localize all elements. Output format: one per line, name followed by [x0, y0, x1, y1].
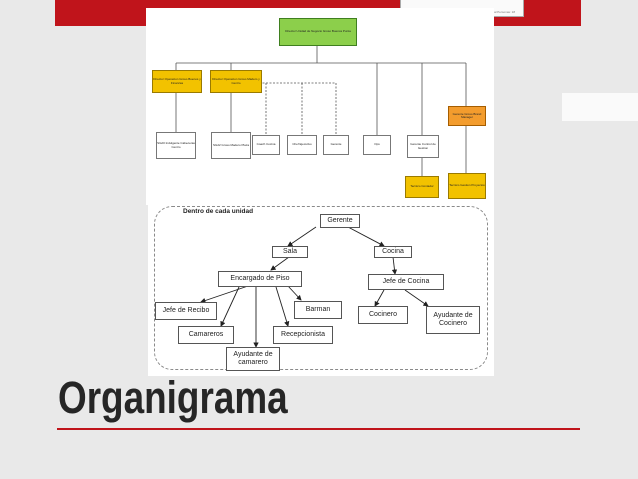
- node-jefe-de-cocina: Jefe de Cocina: [368, 274, 444, 290]
- org-director-box: Director Operacion Groso Buenos y Finanz…: [152, 70, 202, 93]
- node-label: Jefe de Recibo: [162, 307, 210, 315]
- node-recepcionista: Recepcionista: [273, 326, 333, 344]
- org-root-box: Director Unidad de Negocio Groso Buenos …: [279, 18, 357, 46]
- org-unit-box: Chef Ejecutivo: [287, 135, 317, 155]
- org-unit-box: Gerente Control de Gestion: [407, 135, 439, 158]
- node-ayudante-de-cocinero: Ayudante de Cocinero: [426, 306, 480, 334]
- org-unit-label: Gerente: [330, 142, 342, 147]
- node-label: Cocina: [382, 248, 404, 256]
- org-chart-top: Director Unidad de Negocio Groso Buenos …: [146, 8, 494, 205]
- title-underline: [57, 428, 580, 430]
- node-label: Sala: [282, 248, 297, 256]
- org-chart-bottom-lines: [200, 226, 429, 348]
- org-unit-box: Gerente: [323, 135, 349, 155]
- org-leaf-label: Tecnico Contador: [410, 184, 434, 189]
- header-tab-text: Total Personas: 18: [490, 10, 515, 14]
- org-leaf-box: Tecnico Gestion Proyectos: [448, 173, 486, 199]
- unit-label: Dentro de cada unidad: [183, 208, 254, 215]
- org-director-box: Gerente Groso Brand Manager: [448, 106, 486, 126]
- org-director-label: Director Operacion Groso Buenos y Finanz…: [153, 77, 201, 85]
- org-unit-label: Chef Ejecutivo: [292, 142, 312, 147]
- org-unit-label: SG20 Indulgente Cabeceras Centro: [157, 141, 195, 149]
- node-label: Jefe de Cocina: [382, 278, 430, 286]
- node-barman: Barman: [294, 301, 342, 319]
- org-unit-box: Ops: [363, 135, 391, 155]
- node-cocinero: Cocinero: [358, 306, 408, 324]
- node-jefe-de-recibo: Jefe de Recibo: [155, 302, 217, 320]
- node-gerente: Gerente: [320, 214, 360, 228]
- org-unit-box: SG20 Indulgente Cabeceras Centro: [156, 132, 196, 159]
- org-director-label: Gerente Groso Brand Manager: [452, 111, 482, 119]
- node-camareros: Camareros: [178, 326, 234, 344]
- node-label: Encargado de Piso: [230, 275, 290, 283]
- org-unit-label: Gerente Control de Gestion: [410, 142, 436, 150]
- org-leaf-box: Tecnico Contador: [405, 176, 439, 198]
- node-label: Ayudante de camarero: [233, 351, 273, 366]
- node-sala: Sala: [272, 246, 308, 258]
- org-unit-label: Ops: [374, 142, 380, 147]
- org-unit-box: SG22 Groso Madero Plaza: [211, 132, 251, 159]
- org-root-label: Director Unidad de Negocio Groso Buenos …: [285, 29, 351, 34]
- node-encargado-de-piso: Encargado de Piso: [218, 271, 302, 287]
- node-label: Recepcionista: [281, 331, 325, 339]
- org-director-label: Director Operacion Groso Madero y Centro: [212, 77, 260, 85]
- node-ayudante-de-camarero: Ayudante de camarero: [226, 347, 280, 371]
- node-label: Cocinero: [368, 311, 397, 319]
- org-chart-bottom: Dentro de cada unidad Gerente Sala Cocin…: [148, 202, 494, 376]
- node-label: Ayudante de Cocinero: [433, 312, 473, 327]
- org-leaf-label: Tecnico Gestion Proyectos: [449, 183, 485, 188]
- org-chart-top-lines: [175, 46, 467, 176]
- unit-dashed-frame: [154, 206, 488, 370]
- node-label: Gerente: [327, 217, 353, 225]
- node-cocina: Cocina: [374, 246, 412, 258]
- org-unit-box: Coach Cocina: [252, 135, 280, 155]
- org-director-box: Director Operacion Groso Madero y Centro: [210, 70, 262, 93]
- org-unit-label: Coach Cocina: [256, 142, 276, 147]
- slide-title: Organigrama: [58, 372, 288, 423]
- node-label: Camareros: [188, 331, 224, 339]
- node-label: Barman: [305, 306, 331, 314]
- side-panel: [562, 93, 638, 121]
- org-unit-label: SG22 Groso Madero Plaza: [212, 142, 250, 147]
